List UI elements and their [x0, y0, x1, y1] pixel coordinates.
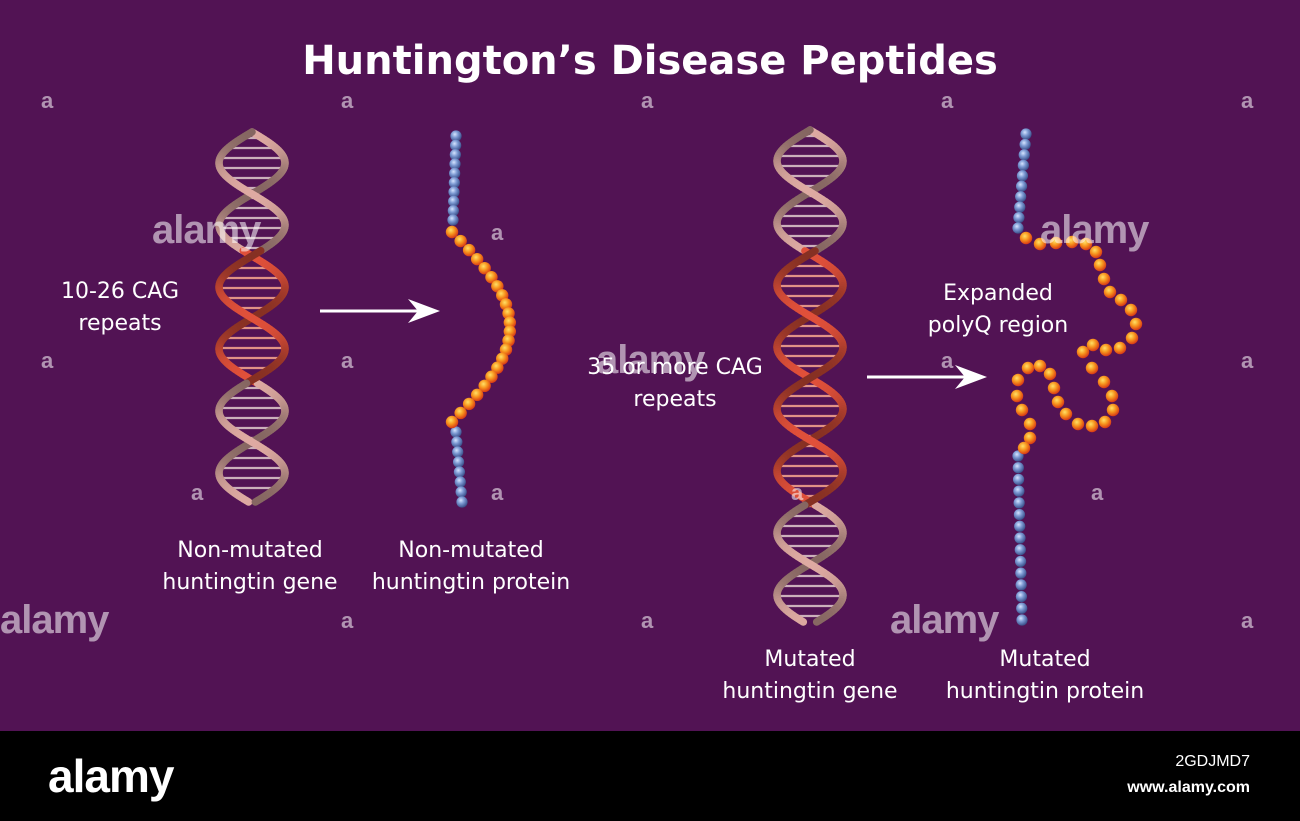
watermark: a	[1241, 608, 1254, 633]
watermark: a	[341, 608, 354, 633]
watermark: alamy	[152, 208, 261, 252]
mutated-gene-label: Mutated huntingtin gene	[722, 647, 898, 704]
watermark: a	[1241, 88, 1254, 113]
watermark: a	[191, 480, 204, 505]
normal-protein-label: Non-mutated huntingtin protein	[371, 538, 571, 595]
watermark: a	[341, 88, 354, 113]
mutated-repeats-label: 35 or more CAG repeats	[587, 355, 763, 412]
arrow-icon	[867, 365, 987, 389]
watermark: a	[1091, 480, 1104, 505]
watermark: alamy	[1040, 208, 1149, 252]
watermark: a	[491, 480, 504, 505]
watermark: alamy	[890, 598, 999, 642]
watermark: a	[491, 220, 504, 245]
watermark: a	[41, 348, 54, 373]
site-url: www.alamy.com	[1127, 779, 1250, 796]
watermark: a	[941, 348, 954, 373]
watermark: a	[341, 348, 354, 373]
watermark: a	[641, 88, 654, 113]
watermark: a	[41, 88, 54, 113]
protein-chain-icon	[1010, 128, 1143, 626]
page-title: Huntington’s Disease Peptides	[302, 38, 998, 84]
watermark: alamy	[0, 598, 109, 642]
diagram-panel	[0, 0, 1300, 731]
arrow-icon	[320, 299, 440, 323]
normal-repeats-label: 10-26 CAG repeats	[61, 279, 179, 336]
watermark: alamy	[596, 338, 705, 382]
footer-bar: alamy 2GDJMD7 www.alamy.com	[0, 731, 1300, 821]
protein-chain-icon	[445, 130, 517, 508]
watermark: a	[941, 88, 954, 113]
alamy-logo: alamy	[48, 750, 174, 802]
watermark: a	[791, 480, 804, 505]
dna-helix-icon	[773, 126, 847, 626]
watermark: a	[641, 608, 654, 633]
diagram-canvas	[215, 126, 1143, 626]
image-id: 2GDJMD7	[1175, 753, 1250, 770]
normal-gene-label: Non-mutated huntingtin gene	[162, 538, 338, 595]
watermark: a	[1241, 348, 1254, 373]
dna-helix-icon	[215, 128, 289, 506]
expanded-region-label: Expanded polyQ region	[927, 281, 1069, 338]
mutated-protein-label: Mutated huntingtin protein	[945, 647, 1145, 704]
